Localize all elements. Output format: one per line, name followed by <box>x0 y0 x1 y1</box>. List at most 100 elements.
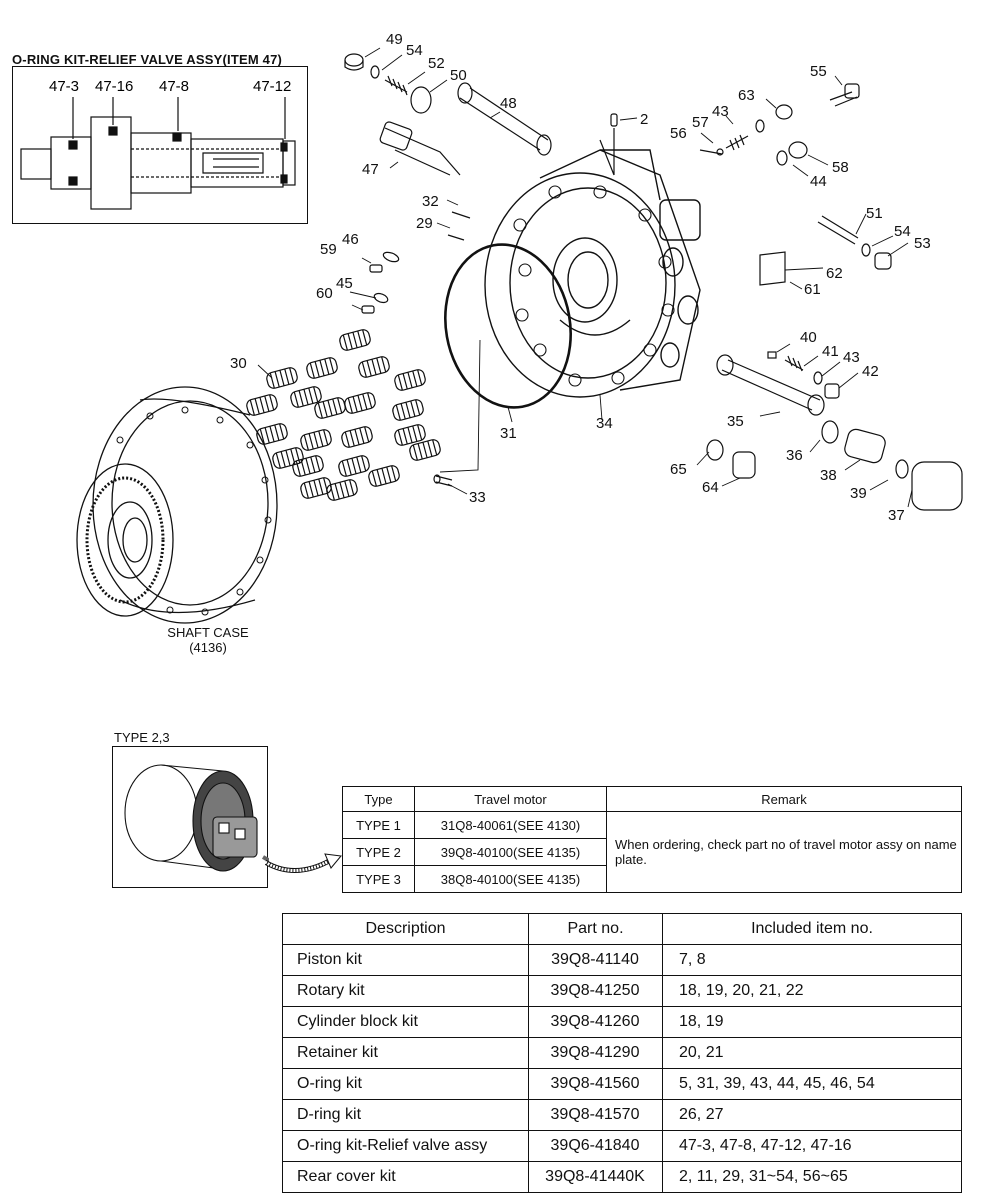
callout-61: 61 <box>804 281 821 298</box>
travel-motor-icon <box>124 764 345 872</box>
col-type: Type <box>342 786 415 812</box>
callout-30: 30 <box>230 355 247 372</box>
callout-56: 56 <box>670 125 687 142</box>
inset-label-47-12: 47-12 <box>253 78 291 95</box>
leader-lines <box>257 47 913 508</box>
callout-60: 60 <box>316 285 333 302</box>
callout-59: 59 <box>320 241 337 258</box>
table-row: TYPE 1 31Q8-40061(SEE 4130) When orderin… <box>342 811 962 893</box>
callout-41: 41 <box>822 343 839 360</box>
description-cell: Rear cover kit <box>282 1161 529 1193</box>
callout-63: 63 <box>738 87 755 104</box>
spring-set <box>246 329 441 501</box>
table-row: TYPE 2 39Q8-40100(SEE 4135) <box>342 838 962 866</box>
table-row: O-ring kit-Relief valve assy 39Q6-41840 … <box>282 1130 962 1162</box>
callout-38: 38 <box>820 467 837 484</box>
callout-51: 51 <box>866 205 883 222</box>
part-cell: 39Q6-41840 <box>528 1130 663 1162</box>
callout-43b: 43 <box>843 349 860 366</box>
kit-table-header: Description Part no. Included item no. <box>282 913 962 945</box>
remark-cell: When ordering, check part no of travel m… <box>606 811 962 893</box>
inset-label-47-16: 47-16 <box>95 78 133 95</box>
table-row: O-ring kit 39Q8-41560 5, 31, 39, 43, 44,… <box>282 1068 962 1100</box>
callout-55: 55 <box>810 63 827 80</box>
callout-48: 48 <box>500 95 517 112</box>
col-description: Description <box>282 913 529 945</box>
items-cell: 18, 19 <box>662 1006 962 1038</box>
table-row: Retainer kit 39Q8-41290 20, 21 <box>282 1037 962 1069</box>
type-cell: TYPE 3 <box>342 865 415 893</box>
col-part-no: Part no. <box>528 913 663 945</box>
callout-64: 64 <box>702 479 719 496</box>
table-row: D-ring kit 39Q8-41570 26, 27 <box>282 1099 962 1131</box>
o-ring-31 <box>444 243 572 409</box>
callout-52: 52 <box>428 55 445 72</box>
description-cell: Rotary kit <box>282 975 529 1007</box>
type-cell: TYPE 1 <box>342 811 415 839</box>
small-parts <box>344 53 963 511</box>
relief-valve-cross-section: 47-3 47-16 47-8 47-12 <box>20 78 296 210</box>
callout-43: 43 <box>712 103 729 120</box>
description-cell: Retainer kit <box>282 1037 529 1069</box>
part-cell: 39Q8-41570 <box>528 1099 663 1131</box>
type23-motor-illustration <box>112 746 345 888</box>
items-cell: 26, 27 <box>662 1099 962 1131</box>
callout-58: 58 <box>832 159 849 176</box>
callout-labels: 49 54 52 50 48 2 63 55 57 43 56 58 44 47… <box>230 31 931 524</box>
items-cell: 20, 21 <box>662 1037 962 1069</box>
callout-33: 33 <box>469 489 486 506</box>
callout-40: 40 <box>800 329 817 346</box>
exploded-parts-drawing: SHAFT CASE (4136) <box>76 31 963 655</box>
description-cell: Piston kit <box>282 944 529 976</box>
callout-39: 39 <box>850 485 867 502</box>
callout-50: 50 <box>450 67 467 84</box>
part-cell: 39Q8-41560 <box>528 1068 663 1100</box>
callout-36: 36 <box>786 447 803 464</box>
part-cell: 39Q8-41250 <box>528 975 663 1007</box>
callout-47: 47 <box>362 161 379 178</box>
type23-label: TYPE 2,3 <box>114 730 170 745</box>
description-cell: O-ring kit <box>282 1068 529 1100</box>
shaft-case-label: SHAFT CASE <box>167 625 249 640</box>
shaft-case-drawing <box>76 386 278 624</box>
callout-2: 2 <box>640 111 648 128</box>
part-cell: 39Q8-41290 <box>528 1037 663 1069</box>
kit-table: Description Part no. Included item no. P… <box>282 913 962 1193</box>
callout-54: 54 <box>406 42 423 59</box>
description-cell: Cylinder block kit <box>282 1006 529 1038</box>
part-cell: 39Q8-41260 <box>528 1006 663 1038</box>
type-table: Type Travel motor Remark TYPE 1 31Q8-400… <box>342 786 962 893</box>
callout-32: 32 <box>422 193 439 210</box>
callout-34: 34 <box>596 415 613 432</box>
items-cell: 18, 19, 20, 21, 22 <box>662 975 962 1007</box>
items-cell: 5, 31, 39, 43, 44, 45, 46, 54 <box>662 1068 962 1100</box>
table-row: Rear cover kit 39Q8-41440K 2, 11, 29, 31… <box>282 1161 962 1193</box>
items-cell: 47-3, 47-8, 47-12, 47-16 <box>662 1130 962 1162</box>
description-cell: D-ring kit <box>282 1099 529 1131</box>
callout-31: 31 <box>500 425 517 442</box>
table-row: TYPE 3 38Q8-40100(SEE 4135) <box>342 865 962 893</box>
callout-54b: 54 <box>894 223 911 240</box>
callout-35: 35 <box>727 413 744 430</box>
callout-62: 62 <box>826 265 843 282</box>
table-row: Rotary kit 39Q8-41250 18, 19, 20, 21, 22 <box>282 975 962 1007</box>
callout-46: 46 <box>342 231 359 248</box>
table-row: Piston kit 39Q8-41140 7, 8 <box>282 944 962 976</box>
callout-53: 53 <box>914 235 931 252</box>
motor-cell: 38Q8-40100(SEE 4135) <box>414 865 607 893</box>
callout-29: 29 <box>416 215 433 232</box>
rear-cover-housing <box>484 149 701 398</box>
description-cell: O-ring kit-Relief valve assy <box>282 1130 529 1162</box>
shaft-case-code: (4136) <box>189 640 227 655</box>
relief-valve-inset: 47-3 47-16 47-8 47-12 <box>12 66 308 224</box>
type-cell: TYPE 2 <box>342 838 415 866</box>
callout-44: 44 <box>810 173 827 190</box>
col-remark: Remark <box>606 786 962 812</box>
items-cell: 2, 11, 29, 31~54, 56~65 <box>662 1161 962 1193</box>
pointer-arrow <box>265 853 342 873</box>
callout-45: 45 <box>336 275 353 292</box>
inset-label-47-3: 47-3 <box>49 78 79 95</box>
table-row: Cylinder block kit 39Q8-41260 18, 19 <box>282 1006 962 1038</box>
col-travel-motor: Travel motor <box>414 786 607 812</box>
callout-37: 37 <box>888 507 905 524</box>
